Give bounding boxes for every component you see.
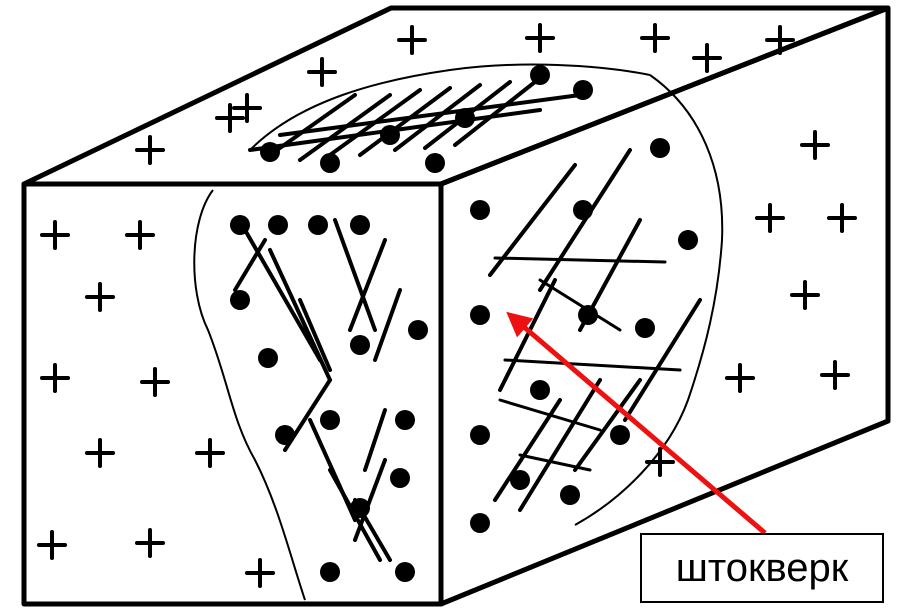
cross-mark (527, 25, 553, 51)
ore-dot (510, 470, 530, 490)
cross-mark (247, 560, 273, 586)
label-box: штокверк (640, 533, 884, 603)
ore-dot (530, 380, 550, 400)
ore-dot (573, 80, 593, 100)
cross-mark (87, 284, 113, 310)
ore-dot (350, 498, 370, 518)
cross-mark (309, 59, 335, 85)
cross-mark (137, 530, 163, 556)
cross-mark (127, 222, 153, 248)
ore-dot (578, 305, 598, 325)
ore-dot (350, 215, 370, 235)
block-outline (24, 8, 888, 604)
ore-dot (470, 513, 490, 533)
ore-dot (573, 200, 593, 220)
ore-dot (395, 562, 415, 582)
cross-mark (42, 222, 68, 248)
ore-dot (470, 425, 490, 445)
cross-mark (694, 45, 720, 71)
ore-dot (308, 215, 328, 235)
ore-dot (560, 485, 580, 505)
ore-dot (380, 125, 400, 145)
ore-dot (470, 305, 490, 325)
cross-mark (727, 365, 753, 391)
ore-dot (635, 318, 655, 338)
stockwork-label: штокверк (676, 546, 849, 591)
ore-dot (408, 320, 428, 340)
ore-dot (230, 290, 250, 310)
ore-dot (320, 410, 340, 430)
ore-dot (258, 348, 278, 368)
fracture-lines (235, 78, 700, 560)
cross-mark (42, 365, 68, 391)
ore-dot (678, 230, 698, 250)
ore-dot (610, 425, 630, 445)
ore-dot (230, 215, 250, 235)
cross-mark (87, 440, 113, 466)
ore-contour-front (194, 190, 305, 600)
cross-mark (399, 27, 425, 53)
ore-dot (530, 65, 550, 85)
cross-mark (757, 205, 783, 231)
ore-dot (275, 425, 295, 445)
cross-mark (197, 440, 223, 466)
ore-dot (395, 410, 415, 430)
cross-mark (142, 369, 168, 395)
cross-mark (642, 25, 668, 51)
side-face (441, 8, 888, 604)
ore-dot (350, 335, 370, 355)
ore-dot (268, 215, 288, 235)
cross-mark (792, 282, 818, 308)
ore-dot (455, 108, 475, 128)
cross-mark (39, 532, 65, 558)
cross-mark (137, 137, 163, 163)
cross-mark (822, 362, 848, 388)
pointer-arrow (510, 315, 765, 533)
ore-dot (260, 142, 280, 162)
top-face (24, 8, 888, 184)
cross-mark (802, 132, 828, 158)
ore-dot (320, 562, 340, 582)
cross-mark (829, 205, 855, 231)
ore-dot (650, 138, 670, 158)
ore-dot (425, 153, 445, 173)
ore-dot (320, 153, 340, 173)
ore-dot (390, 468, 410, 488)
ore-dot (470, 200, 490, 220)
